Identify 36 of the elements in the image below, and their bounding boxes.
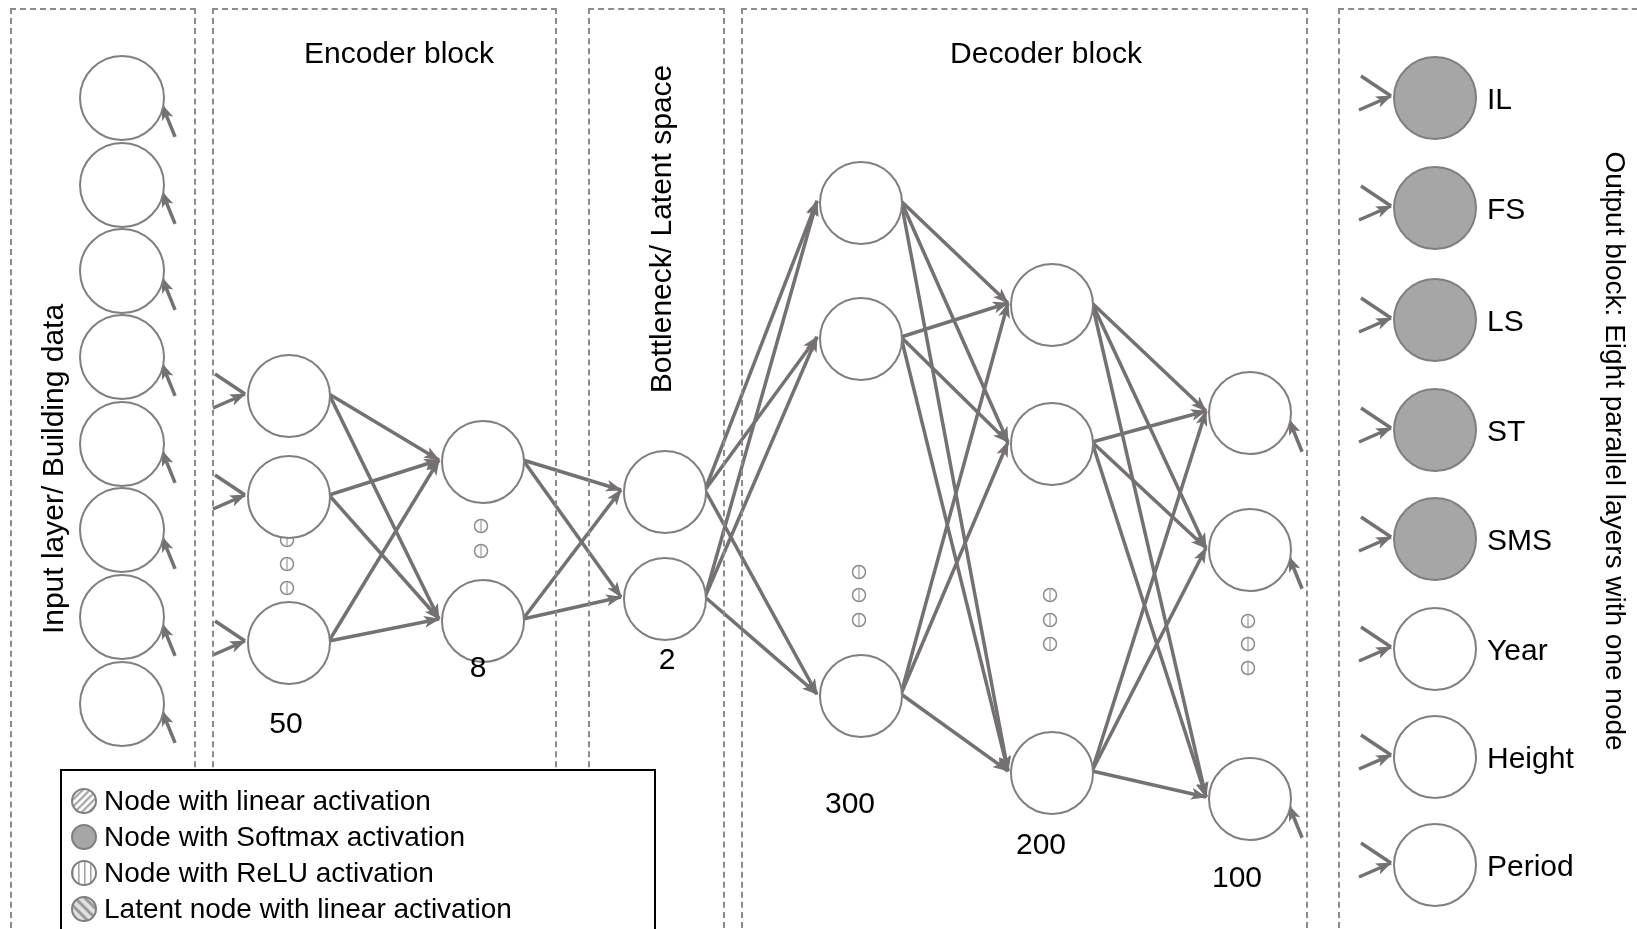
arrow bbox=[1357, 74, 1393, 112]
output-label: LS bbox=[1487, 303, 1524, 337]
block-title: Bottleneck/ Latent space bbox=[643, 64, 677, 394]
arrow bbox=[1357, 406, 1393, 444]
legend-text: Latent node with linear activation bbox=[104, 893, 512, 925]
block-title: Input layer/ Building data bbox=[35, 303, 69, 635]
output-label: FS bbox=[1487, 191, 1526, 225]
layer-size-label: 50 bbox=[269, 705, 303, 739]
legend-text: Node with Softmax activation bbox=[104, 821, 466, 853]
output-label: IL bbox=[1487, 81, 1513, 115]
layer-size-label: 8 bbox=[469, 649, 487, 683]
arrow bbox=[211, 619, 247, 657]
layer-size-label: 300 bbox=[824, 785, 876, 819]
arrow bbox=[1357, 625, 1393, 663]
arrow bbox=[1357, 841, 1393, 879]
layer-block bbox=[1338, 8, 1637, 929]
legend-text: Node with ReLU activation bbox=[104, 857, 434, 889]
layer-size-label: 200 bbox=[1015, 826, 1067, 860]
output-label: Height bbox=[1487, 740, 1574, 774]
arrow bbox=[211, 372, 247, 410]
output-label: Period bbox=[1487, 848, 1574, 882]
block-title: Encoder block bbox=[303, 35, 495, 69]
block-title: Decoder block bbox=[950, 35, 1142, 69]
output-label: ST bbox=[1487, 413, 1526, 447]
block-title: Output block: Eight parallel layers with one node bbox=[1599, 151, 1631, 751]
arrow bbox=[1357, 184, 1393, 222]
layer-block bbox=[741, 8, 1308, 929]
output-label: SMS bbox=[1487, 522, 1552, 556]
output-label: Year bbox=[1487, 632, 1548, 666]
arrow bbox=[1357, 733, 1393, 771]
arrow bbox=[1357, 515, 1393, 553]
layer-size-label: 100 bbox=[1211, 859, 1263, 893]
arrow bbox=[211, 473, 247, 511]
legend-text: Node with linear activation bbox=[104, 785, 431, 817]
arrow bbox=[1357, 296, 1393, 334]
layer-size-label: 2 bbox=[658, 641, 676, 675]
